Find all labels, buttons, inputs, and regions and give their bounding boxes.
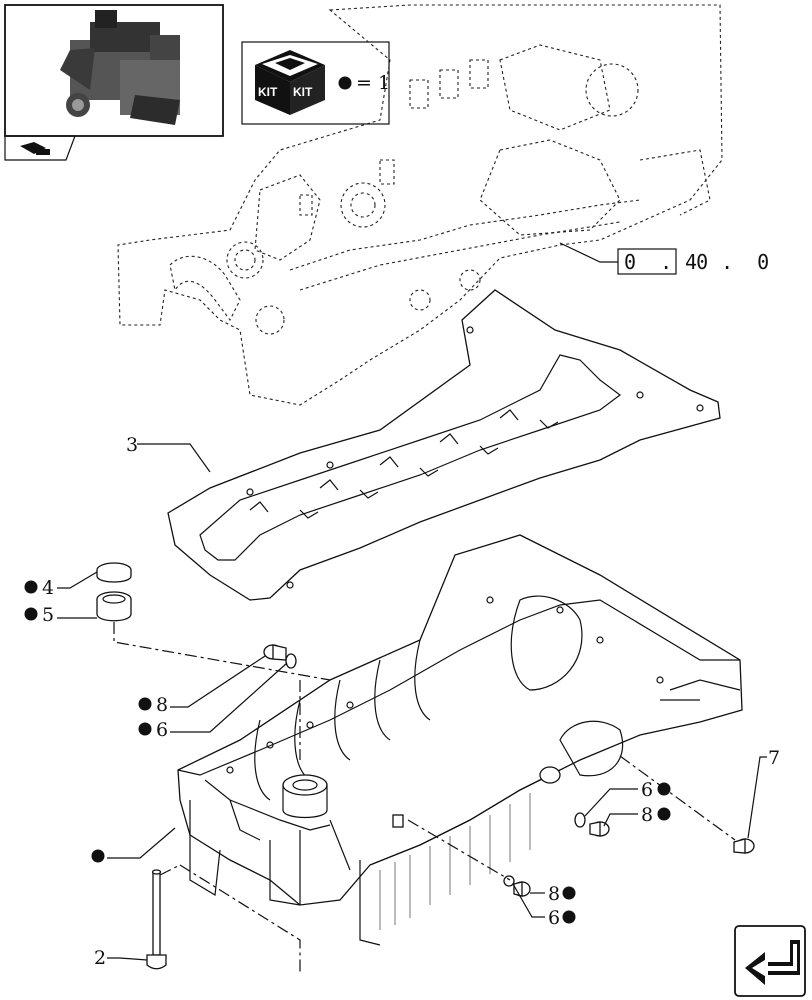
kit-dot-icon [24, 607, 38, 621]
kit-dot-icon [138, 722, 152, 736]
drain-plug-8a[interactable] [263, 644, 287, 661]
kit-legend: KIT KIT = 1 [241, 41, 390, 125]
o-ring-6b[interactable] [574, 812, 586, 828]
kit-dot-icon [338, 76, 352, 90]
callout-4[interactable]: 4 [42, 577, 54, 599]
assembly-axes [113, 622, 736, 975]
kit-dot-icon [24, 580, 38, 594]
o-ring-6a[interactable] [285, 653, 297, 669]
kit-text-left: KIT [258, 85, 278, 99]
oil-pan[interactable] [177, 534, 743, 946]
kit-equals-text: = 1 [356, 72, 390, 94]
bushing-5[interactable] [96, 591, 132, 622]
reference-callout[interactable]: 0 . 0 4 . 0 [559, 242, 775, 275]
callout-labels: 3 4 5 8 6 7 6 8 8 6 2 [24, 434, 780, 969]
kit-dot-icon [562, 910, 576, 924]
next-page-arrow-icon [745, 940, 800, 985]
callout-5[interactable]: 5 [42, 604, 54, 626]
engine-thumbnail-icon [60, 10, 180, 125]
callout-8c[interactable]: 8 [548, 883, 560, 905]
reference-suffix-text: 4 . 0 [685, 250, 775, 274]
drain-plug-8b[interactable] [589, 821, 610, 837]
callout-6c[interactable]: 6 [548, 907, 560, 929]
kit-text-right: KIT [293, 85, 313, 99]
leader-lines [57, 443, 767, 961]
callout-6a[interactable]: 6 [156, 719, 168, 741]
o-ring-6c[interactable] [503, 875, 515, 887]
reference-boxed-text: 0 . 0 [624, 250, 714, 274]
plug-cap-4[interactable] [96, 562, 132, 583]
callout-3[interactable]: 3 [126, 434, 138, 456]
kit-dot-icon [657, 807, 671, 821]
kit-dot-icon [657, 782, 671, 796]
callout-6b[interactable]: 6 [641, 779, 653, 801]
oil-pan-gasket[interactable] [167, 289, 721, 601]
kit-dot-icon[interactable] [91, 849, 105, 863]
kit-dot-icon [138, 697, 152, 711]
kit-box-icon: KIT KIT [255, 50, 325, 115]
engine-block-outline [117, 4, 723, 406]
callout-8b[interactable]: 8 [641, 804, 653, 826]
drain-plug-7[interactable] [733, 838, 755, 854]
reference-box [617, 248, 677, 275]
callout-2[interactable]: 2 [94, 947, 106, 969]
callout-7[interactable]: 7 [768, 747, 780, 769]
next-page-button[interactable] [734, 925, 806, 997]
pan-bolt[interactable] [146, 869, 167, 970]
book-icon[interactable] [4, 135, 76, 161]
callout-8a[interactable]: 8 [156, 694, 168, 716]
engine-thumbnail[interactable] [4, 4, 224, 161]
kit-dot-icon [562, 886, 576, 900]
